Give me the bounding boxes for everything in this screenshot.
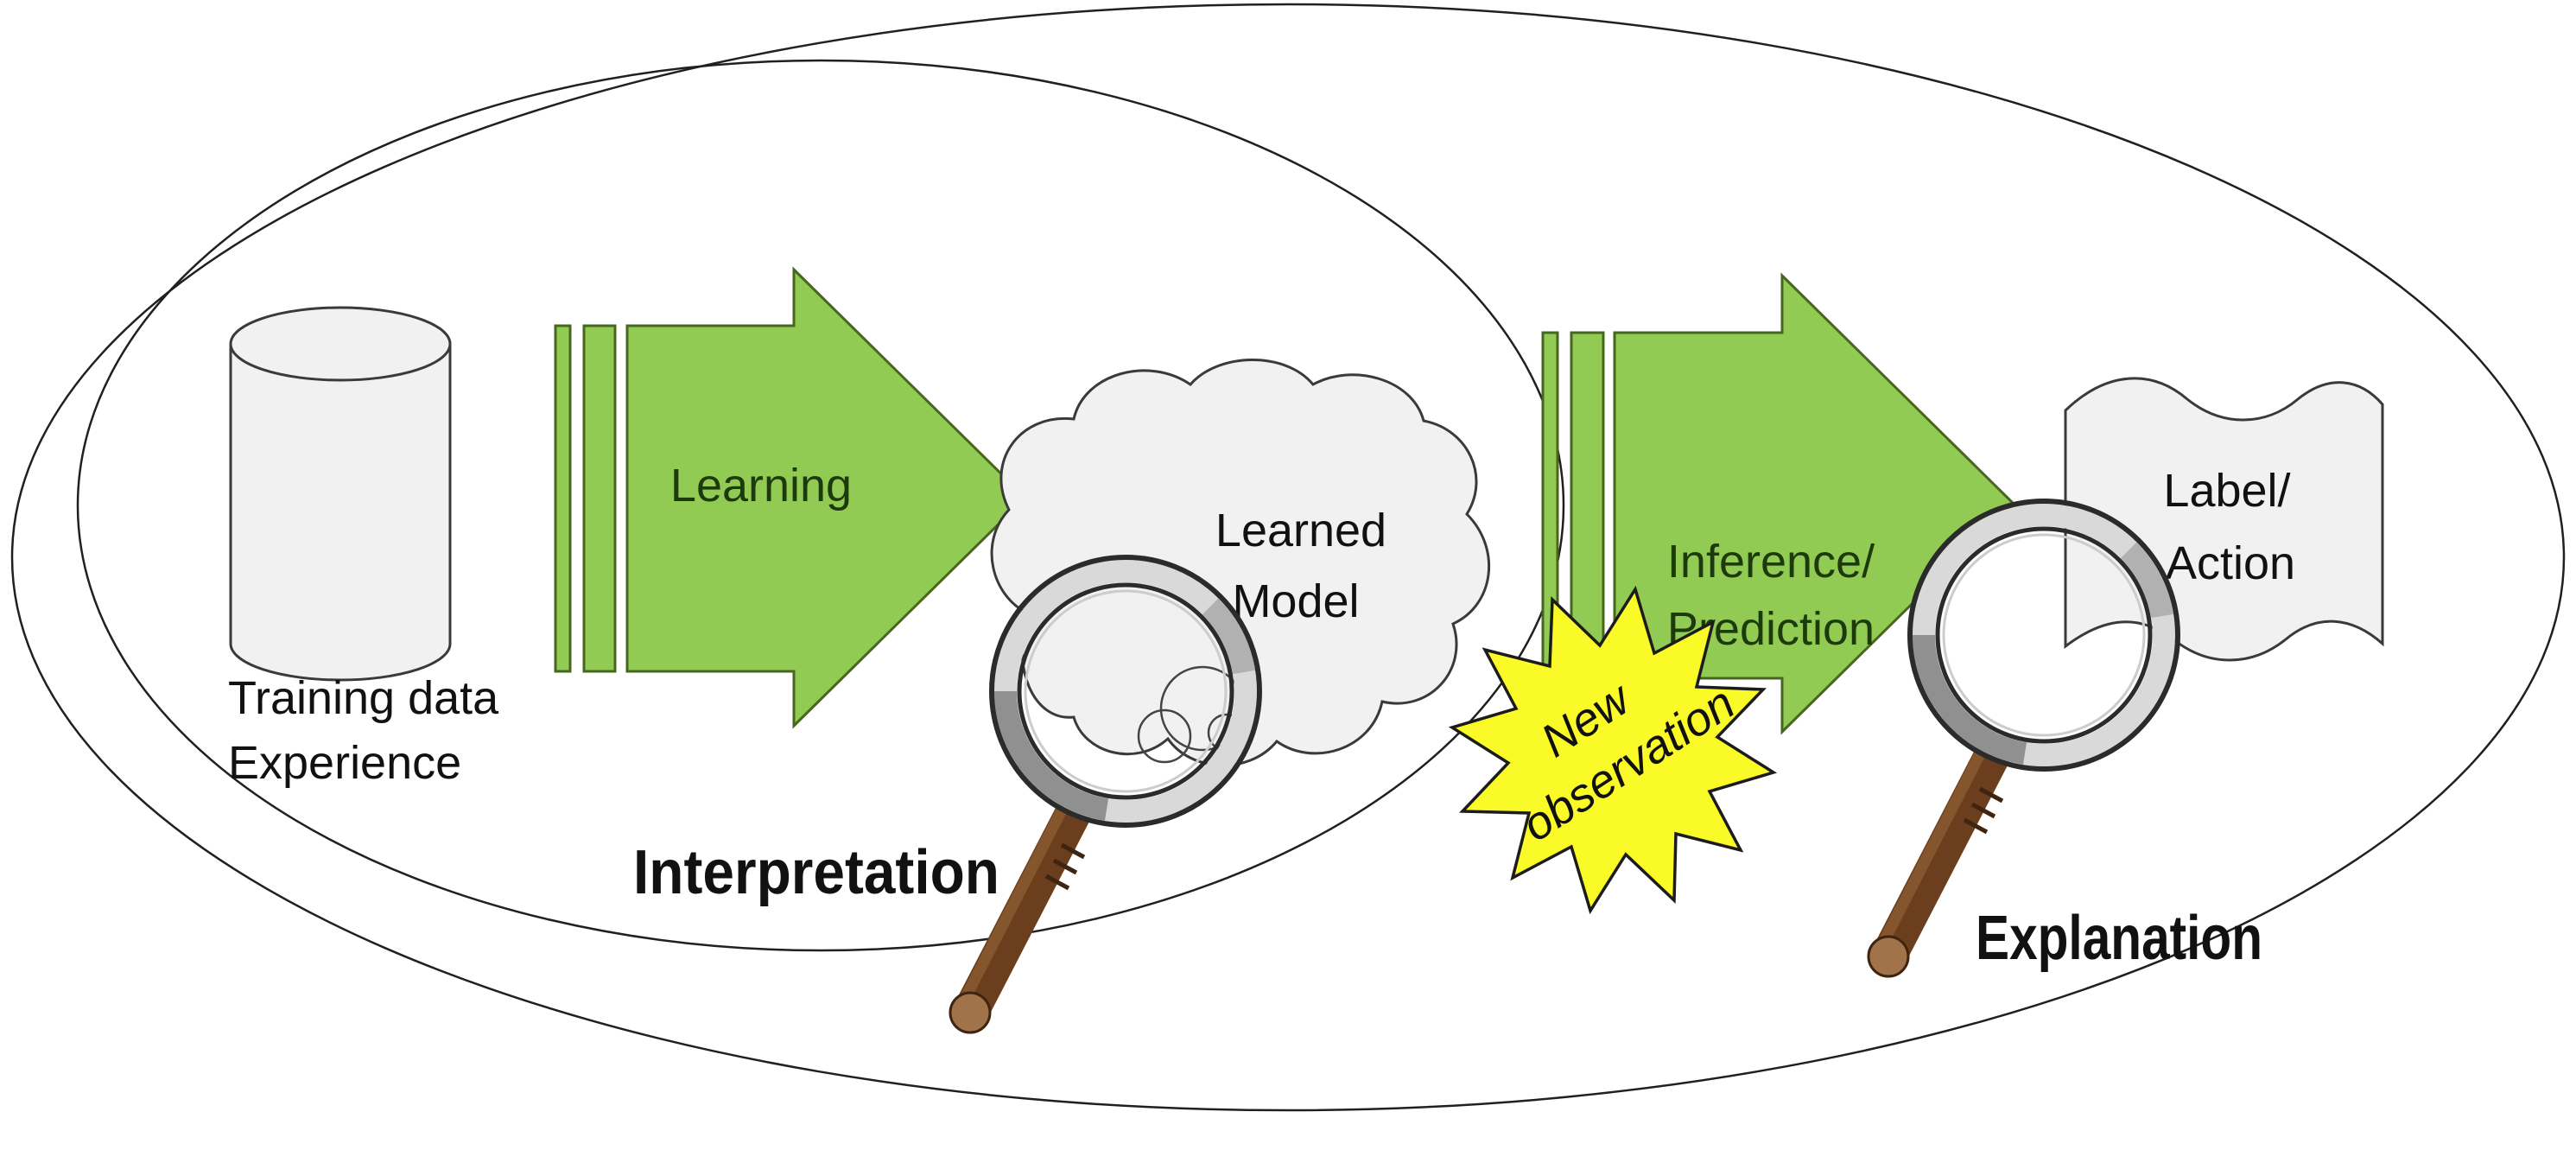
inference-arrow-label-line1: Inference/ bbox=[1667, 536, 1875, 588]
training-data-cylinder-icon bbox=[229, 306, 452, 682]
inference-arrow-stripe-2 bbox=[1570, 331, 1605, 680]
cloud-swirl-icon bbox=[1137, 708, 1192, 764]
explanation-label: Explanation bbox=[1976, 904, 2262, 973]
label-action-label-line1: Label/ bbox=[2163, 465, 2290, 517]
starburst-icon bbox=[1448, 585, 1778, 915]
learned-model-label-line2: Model bbox=[1232, 575, 1359, 627]
learning-arrow-label: Learning bbox=[670, 460, 852, 511]
learned-model-label-line1: Learned bbox=[1215, 505, 1386, 556]
learning-arrow-stripe-1 bbox=[554, 324, 572, 673]
learning-arrow-stripe-2 bbox=[582, 324, 617, 673]
training-data-label-line2: Experience bbox=[228, 737, 461, 789]
new-observation-starburst: New observation bbox=[1448, 585, 1778, 915]
learning-arrow-body bbox=[625, 266, 1028, 729]
label-action-label-line2: Action bbox=[2166, 537, 2295, 589]
interpretation-label: Interpretation bbox=[633, 838, 999, 907]
outer-scope-ellipse bbox=[10, 3, 2566, 1112]
inner-scope-ellipse bbox=[76, 59, 1565, 952]
training-data-label-line1: Training data bbox=[228, 672, 499, 724]
learning-arrow: Learning bbox=[554, 266, 1028, 729]
